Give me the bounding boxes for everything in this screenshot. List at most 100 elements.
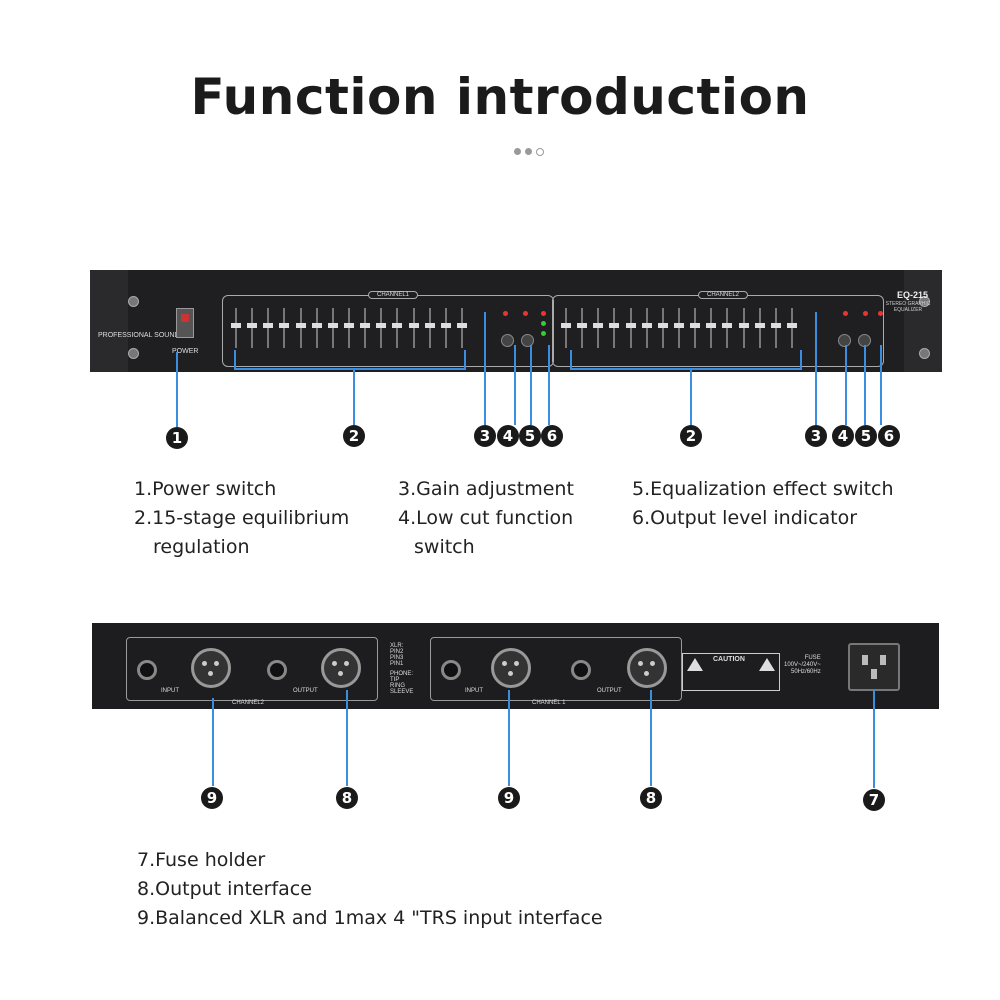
legend-line: PIN1	[390, 661, 404, 667]
pager-dot[interactable]	[525, 148, 532, 155]
callout-line	[212, 698, 214, 786]
legend-line: XLR:	[390, 643, 404, 649]
desc-line: 5.Equalization effect switch	[632, 478, 894, 500]
desc-line: 7.Fuse holder	[137, 849, 266, 871]
eq-sliders-channel1[interactable]	[231, 308, 467, 348]
channel1-io-box: INPUT OUTPUT	[430, 637, 682, 701]
caution-label: CAUTION	[682, 653, 780, 691]
eq-panel-channel2: CHANNEL2	[552, 291, 884, 367]
channel2-label: CHANNEL2	[232, 700, 265, 706]
channel1-label: CHANNEL1	[368, 291, 419, 299]
trs-input-jack	[441, 660, 461, 680]
callout-number: 1	[166, 427, 188, 449]
xlr-output-connector	[321, 648, 361, 688]
channel2-io-box: INPUT OUTPUT	[126, 637, 378, 701]
trs-output-jack	[267, 660, 287, 680]
callout-line	[484, 312, 486, 425]
callout-line	[650, 690, 652, 786]
led-red	[503, 311, 508, 316]
legend-line: PIN2	[390, 649, 404, 655]
led-red	[541, 311, 546, 316]
pager-dot-active[interactable]	[536, 148, 544, 156]
callout-line	[864, 345, 866, 425]
xlr-input-connector	[491, 648, 531, 688]
desc-line: 3.Gain adjustment	[398, 478, 574, 500]
page-title: Function introduction	[190, 68, 810, 126]
front-desc-col3: 5.Equalization effect switch 6.Output le…	[632, 475, 894, 533]
screw	[128, 296, 139, 307]
fuse-line: 100V~/240V~	[784, 662, 821, 668]
legend-line: TIP	[390, 677, 400, 683]
led-green	[541, 321, 546, 326]
model-sub-label: STEREO GRAPHIC EQUALIZER	[885, 301, 931, 313]
brand-label: PROFESSIONAL SOUND	[98, 332, 180, 339]
callout-line	[845, 345, 847, 425]
led-red	[523, 311, 528, 316]
led-red	[878, 311, 883, 316]
screw	[919, 348, 930, 359]
legend-line: PIN3	[390, 655, 404, 661]
xlr-legend: XLR: PIN2 PIN3 PIN1	[390, 643, 403, 667]
callout-bracket	[234, 368, 466, 370]
rear-descriptions: 7.Fuse holder 8.Output interface 9.Balan…	[137, 846, 603, 933]
callout-line	[514, 345, 516, 425]
desc-line: 9.Balanced XLR and 1max 4 "TRS input int…	[137, 907, 603, 929]
legend-line: SLEEVE	[390, 689, 414, 695]
front-panel-image: PROFESSIONAL SOUND POWER CHANNEL1 CHANNE…	[90, 270, 942, 372]
channel1-label: CHANNEL 1	[532, 700, 566, 706]
callout-number: 4	[832, 425, 854, 447]
pager-dots[interactable]	[514, 148, 544, 156]
led-green	[541, 331, 546, 336]
eq-sliders-channel2[interactable]	[561, 308, 797, 348]
callout-line	[353, 370, 355, 425]
callout-number: 8	[640, 787, 662, 809]
fuse-holder-power-socket	[848, 643, 900, 691]
callout-number: 2	[680, 425, 702, 447]
bypass-knob[interactable]	[521, 334, 534, 347]
screw	[919, 296, 930, 307]
desc-line: 2.15-stage equilibrium	[134, 507, 350, 529]
lowcut-knob[interactable]	[501, 334, 514, 347]
desc-line: 6.Output level indicator	[632, 507, 858, 529]
callout-line	[176, 352, 178, 427]
desc-line: 4.Low cut function	[398, 507, 574, 529]
model-label: EQ-215	[896, 290, 928, 300]
callout-bracket	[570, 368, 802, 370]
callout-number: 5	[519, 425, 541, 447]
callout-line	[690, 370, 692, 425]
output-label: OUTPUT	[293, 688, 318, 694]
callout-line	[880, 345, 882, 425]
power-label: POWER	[172, 348, 199, 355]
input-label: INPUT	[161, 688, 179, 694]
pager-dot[interactable]	[514, 148, 521, 155]
trs-input-jack	[137, 660, 157, 680]
callout-number: 8	[336, 787, 358, 809]
callout-number: 6	[878, 425, 900, 447]
phone-legend: PHONE: TIP RING SLEEVE	[390, 671, 413, 695]
callout-number: 9	[498, 787, 520, 809]
warning-icon	[687, 658, 703, 671]
callout-number: 4	[497, 425, 519, 447]
callout-line	[464, 350, 466, 370]
xlr-output-connector	[627, 648, 667, 688]
callout-number: 2	[343, 425, 365, 447]
lowcut-knob[interactable]	[838, 334, 851, 347]
legend-line: PHONE:	[390, 671, 414, 677]
screw	[128, 348, 139, 359]
power-switch[interactable]	[176, 308, 194, 338]
desc-line: regulation	[153, 536, 250, 558]
xlr-input-connector	[191, 648, 231, 688]
callout-line	[548, 345, 550, 425]
rack-ear-left	[90, 270, 128, 372]
trs-output-jack	[571, 660, 591, 680]
channel2-label: CHANNEL2	[698, 291, 749, 299]
callout-number: 3	[805, 425, 827, 447]
legend-line: RING	[390, 683, 405, 689]
fuse-line: 50Hz/60Hz	[791, 669, 821, 675]
desc-line: 1.Power switch	[134, 478, 277, 500]
front-desc-col2: 3.Gain adjustment 4.Low cut function swi…	[398, 475, 574, 562]
output-label: OUTPUT	[597, 688, 622, 694]
caution-title: CAUTION	[713, 656, 745, 663]
callout-line	[508, 690, 510, 786]
rear-panel-image: INPUT OUTPUT CHANNEL2 XLR: PIN2 PIN3 PIN…	[92, 623, 939, 709]
